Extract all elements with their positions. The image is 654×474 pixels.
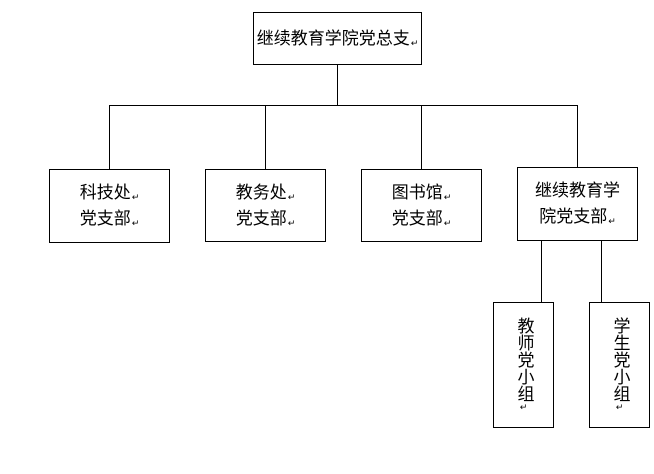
- paragraph-mark-icon: ↵: [615, 403, 624, 413]
- branch-node-science-tech-office: 科技处↵ 党支部↵: [49, 169, 170, 243]
- paragraph-mark-icon: ↵: [287, 218, 296, 229]
- paragraph-mark-icon: ↵: [608, 217, 616, 227]
- branch-node-label-line-2: 院党支部: [539, 207, 608, 227]
- group-node-label: 教师党小组: [513, 317, 534, 402]
- branch-node-label-line-1: 科技处: [79, 183, 131, 203]
- root-node-label: 继续教育学院党总支: [256, 28, 410, 49]
- branch-node-continuing-education-college: 继续教育学 院党支部↵: [517, 167, 638, 241]
- paragraph-mark-icon: ↵: [443, 192, 452, 203]
- branch-node-label-line-2: 党支部: [391, 208, 443, 229]
- group-node-teachers-party-group: 教师党小组 ↵: [493, 302, 554, 428]
- branch-node-academic-affairs-office: 教务处↵ 党支部↵: [205, 169, 326, 242]
- branch-node-library: 图书馆↵ 党支部↵: [361, 169, 482, 242]
- paragraph-mark-icon: ↵: [410, 38, 419, 49]
- paragraph-mark-icon: ↵: [519, 403, 528, 413]
- branch-node-label-line-2: 党支部: [235, 208, 287, 229]
- paragraph-mark-icon: ↵: [131, 193, 140, 203]
- branch-node-label-line-2: 党支部: [79, 209, 131, 229]
- paragraph-mark-icon: ↵: [443, 218, 452, 229]
- group-node-students-party-group: 学生党小组 ↵: [589, 302, 650, 428]
- paragraph-mark-icon: ↵: [287, 192, 296, 203]
- group-node-label: 学生党小组: [609, 317, 630, 402]
- branch-node-label-line-1: 图书馆: [391, 182, 443, 203]
- branch-node-label-line-1: 教务处: [235, 182, 287, 203]
- root-node-continuing-education-party-branch: 继续教育学院党总支↵: [253, 12, 422, 65]
- branch-node-label-line-1: 继续教育学: [535, 181, 620, 201]
- paragraph-mark-icon: ↵: [131, 219, 140, 229]
